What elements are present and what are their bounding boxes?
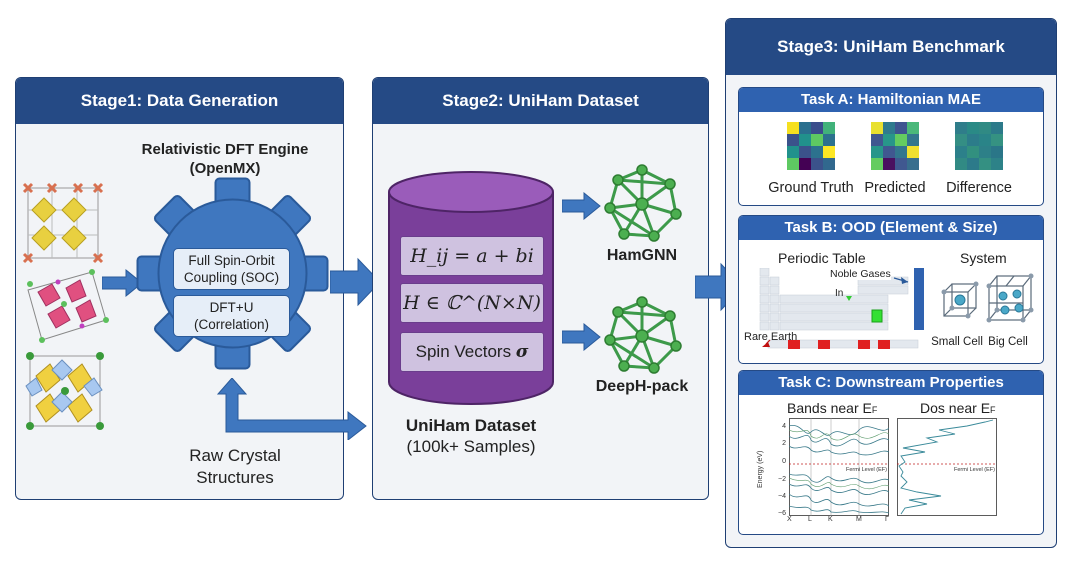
label-ground-truth: Ground Truth	[768, 180, 854, 196]
ground-truth-matrix	[787, 122, 835, 170]
crystal-structures-image	[22, 182, 109, 430]
small-cell-icon	[941, 281, 979, 319]
formula-spin: Spin Vectors σ	[400, 332, 544, 372]
dos-sub: F	[990, 405, 996, 415]
difference-matrix	[955, 122, 1003, 170]
dos-fermi-text: Fermi Level (E	[954, 467, 990, 473]
small-cell-label: Small Cell	[931, 336, 983, 348]
xtick: K	[828, 516, 833, 523]
task-b-title: Task B: OOD (Element & Size)	[739, 216, 1043, 240]
noble-gases-label: Noble Gases	[830, 268, 891, 280]
dos-plot	[897, 418, 997, 516]
formula-complex: H ∈ ℂ^(N×N)	[400, 283, 544, 323]
bands-sub: F	[871, 405, 878, 415]
crystal-2	[27, 269, 109, 343]
dft-u-line1: DFT+U	[209, 300, 254, 315]
bands-label: Bands near E	[787, 400, 872, 416]
engine-title-line1: Relativistic DFT Engine	[141, 141, 309, 158]
label-difference: Difference	[946, 180, 1012, 196]
deeph-network-icon	[604, 296, 682, 374]
soc-box: Full Spin-Orbit Coupling (SOC)	[173, 248, 290, 290]
rare-earth-label: Rare Earth	[744, 331, 798, 343]
dos-fermi-close: )	[993, 467, 995, 473]
crystal-3	[25, 352, 104, 430]
soc-line2: Coupling (SOC)	[183, 270, 280, 285]
periodic-table-graphic	[759, 268, 924, 349]
engine-title-line2: (OpenMX)	[189, 160, 261, 177]
bands-ylabel: Energy (eV)	[757, 450, 764, 488]
label-predicted: Predicted	[864, 180, 926, 196]
crystal-1	[22, 182, 104, 264]
formula-complex-text: H ∈ ℂ^(N×N)	[403, 292, 541, 314]
fermi-close: )	[885, 467, 887, 473]
arrow-to-hamgnn	[562, 192, 601, 220]
deeph-label: DeepH-pack	[595, 378, 689, 395]
arrow-crystals-to-gear	[102, 268, 143, 298]
formula-spin-text: Spin Vectors	[415, 342, 512, 361]
hamgnn-network-icon	[604, 164, 682, 242]
bands-title: Bands near EF	[787, 400, 877, 416]
big-cell-icon	[986, 273, 1034, 323]
stage3-title: Stage3: UniHam Benchmark	[726, 19, 1056, 75]
xtick: Γ	[885, 516, 889, 523]
formula-hij: H_ij = a + bi	[400, 236, 544, 276]
indium-label: In	[835, 288, 844, 299]
band-structure-plot	[789, 418, 889, 516]
soc-line1: Full Spin-Orbit	[188, 253, 275, 268]
raw-line2: Structures	[196, 468, 274, 487]
dos-fermi-sub: F	[989, 467, 994, 473]
bands-xticks: X L K M Γ	[787, 516, 889, 526]
xtick: L	[808, 516, 812, 523]
task-c-title: Task C: Downstream Properties	[739, 371, 1043, 395]
formula-spin-sym: σ	[515, 342, 529, 362]
xtick: M	[856, 516, 862, 523]
hamgnn-label: HamGNN	[606, 247, 678, 264]
bands-yticks: 4 2 0 −2 −4 −6	[778, 423, 786, 517]
big-cell-label: Big Cell	[988, 336, 1028, 348]
dos-title: Dos near EF	[920, 400, 996, 416]
dataset-count: (100k+ Samples)	[406, 437, 536, 456]
formula-hij-text: H_ij = a + bi	[410, 245, 534, 267]
dataset-caption: UniHam Dataset (100k+ Samples)	[385, 415, 557, 457]
dft-u-box: DFT+U (Correlation)	[173, 295, 290, 337]
xtick: X	[787, 516, 792, 523]
raw-line1: Raw Crystal	[189, 446, 281, 465]
arrow-to-deeph	[562, 323, 601, 351]
arrow-stage1-to-stage2	[330, 257, 381, 307]
periodic-table-label: Periodic Table	[778, 250, 866, 266]
system-label: System	[960, 250, 1007, 266]
stage1-title: Stage1: Data Generation	[16, 78, 343, 124]
predicted-matrix	[871, 122, 919, 170]
dos-label: Dos near E	[920, 400, 991, 416]
dft-u-line2: (Correlation)	[193, 317, 270, 332]
dos-fermi-label: Fermi Level (EF)	[954, 467, 995, 473]
arrow-loop-to-dataset	[216, 378, 367, 440]
engine-title: Relativistic DFT Engine (OpenMX)	[120, 140, 330, 178]
dataset-name: UniHam Dataset	[405, 416, 537, 435]
raw-crystal-label: Raw Crystal Structures	[160, 445, 310, 489]
stage2-title: Stage2: UniHam Dataset	[373, 78, 708, 124]
bands-fermi-label: Fermi Level (EF)	[846, 467, 887, 473]
fermi-sub: F	[881, 467, 886, 473]
fermi-text: Fermi Level (E	[846, 467, 882, 473]
task-a-title: Task A: Hamiltonian MAE	[739, 88, 1043, 112]
